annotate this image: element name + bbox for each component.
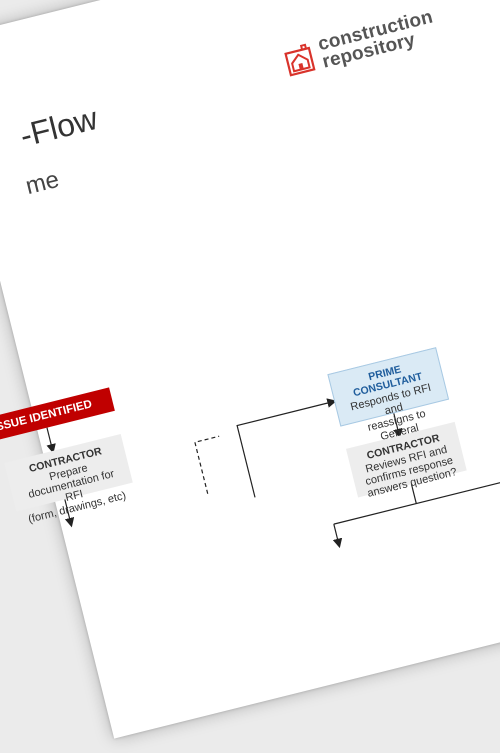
connector-issue-to-prepare [46,427,56,454]
construction-repository-logo: construction repository [281,6,439,80]
connector-loop [236,398,337,498]
connector-branch-left [332,523,343,549]
connector-prime-to-review [392,411,403,439]
connector-dashed-return [194,435,220,494]
house-logo-icon [284,43,316,77]
